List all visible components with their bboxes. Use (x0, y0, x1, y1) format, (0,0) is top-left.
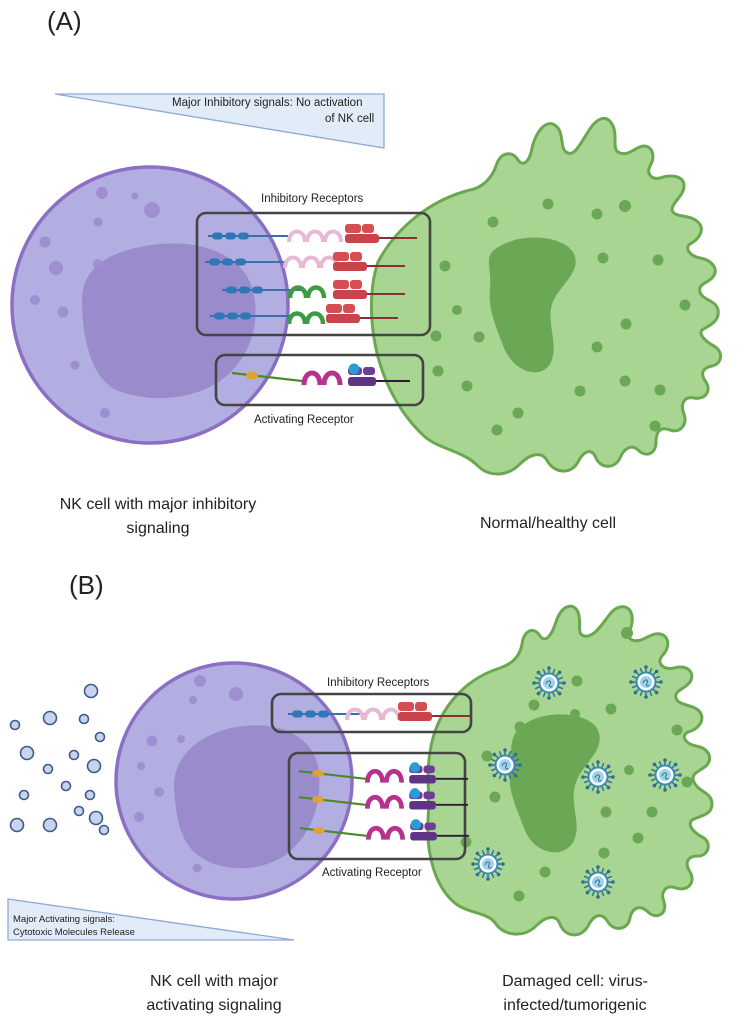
panel-b-inhibitory-label: Inhibitory Receptors (327, 677, 430, 689)
panel-a-signal-text-2: of NK cell (325, 113, 374, 125)
panel-a-target-caption: Normal/healthy cell (480, 515, 616, 532)
virus-icon (580, 759, 616, 795)
panel-a-activating-label: Activating Receptor (254, 414, 354, 426)
panel-a-inhibitory-box (195, 211, 432, 337)
virus-icon (628, 664, 664, 700)
healthy-cell-granules (430, 198, 691, 436)
panel-a-label: (A) (47, 6, 82, 36)
virus-icon (470, 846, 506, 882)
panel-b-inhibitory-box (270, 692, 473, 734)
damaged-target-cell (426, 604, 714, 937)
panel-a-inhibitory-label: Inhibitory Receptors (261, 193, 364, 205)
panel-a-activating-box (214, 353, 425, 407)
nk-cell (10, 165, 290, 445)
panel-b-label: (B) (69, 570, 104, 600)
nk-cell-activated-granules (134, 675, 243, 873)
panel-b-nk-caption-1: NK cell with major (150, 973, 279, 990)
nk-cell-nucleus (82, 243, 256, 399)
panel-b-activating-box (287, 751, 467, 861)
nk-cell-activated-nucleus (173, 725, 320, 869)
panel-a-signal-text-1: Major Inhibitory signals: No activation (172, 97, 362, 109)
healthy-cell-nucleus (488, 237, 576, 373)
virus-icon (647, 757, 683, 793)
panel-b-target-caption-2: infected/tumorigenic (503, 997, 646, 1014)
cytotoxic-molecules (9, 683, 110, 836)
panel-b-signal-text-2: Cytotoxic Molecules Release (13, 927, 135, 938)
damaged-cell-granules (460, 627, 693, 902)
panel-b-activating-label: Activating Receptor (322, 867, 422, 879)
panel-a-nk-caption-1: NK cell with major inhibitory (60, 496, 257, 513)
damaged-cell-nucleus (509, 714, 600, 853)
inhibitory-signal-triangle (54, 93, 385, 149)
healthy-target-cell (369, 116, 722, 476)
nk-cell-granules (30, 187, 160, 418)
panel-b-target-caption-1: Damaged cell: virus- (502, 973, 648, 990)
nk-cell-activated (114, 661, 354, 901)
activating-signal-triangle (7, 898, 295, 941)
panel-b-signal-text-1: Major Activating signals: (13, 914, 115, 925)
virus-icon (531, 665, 567, 701)
virus-icon (487, 747, 523, 783)
panel-a-nk-caption-2: signaling (126, 520, 189, 537)
panel-b-nk-caption-2: activating signaling (146, 997, 281, 1014)
virus-icon (580, 864, 616, 900)
